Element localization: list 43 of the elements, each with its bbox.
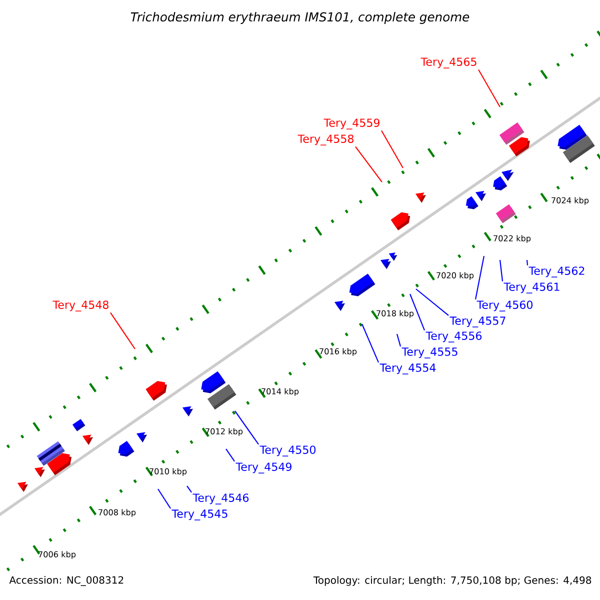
footer-text: Topology: circular; Length: 7,750,108 bp; Genes: 4,498 — [313, 576, 592, 586]
scale-label: 7014 kbp — [262, 388, 299, 396]
gene-label: Tery_4545 — [172, 510, 228, 520]
gene-label: Tery_4550 — [260, 446, 316, 456]
gene-label: Tery_4561 — [504, 282, 560, 294]
gene-label: Tery_4558 — [298, 134, 354, 146]
leader-line — [478, 69, 500, 108]
leader-line — [355, 146, 382, 182]
gene-label: Tery_4556 — [426, 332, 482, 342]
leader-line — [186, 486, 192, 493]
gene-label: Tery_4559 — [324, 118, 380, 130]
footer-text: Accession: NC_008312 — [9, 576, 124, 586]
scale-label: 7020 kbp — [436, 272, 474, 280]
leader-line — [474, 256, 485, 300]
leader-line — [362, 324, 380, 363]
gene-label: Tery_4555 — [402, 348, 458, 358]
scale-label: 7024 kbp — [552, 197, 589, 205]
gene-label: Tery_4562 — [528, 266, 584, 278]
leader-line — [381, 130, 404, 168]
leader-line — [396, 334, 402, 347]
leader-line — [416, 288, 449, 316]
gene-label: Tery_4546 — [192, 494, 249, 504]
gene-label: Tery_4557 — [450, 316, 506, 328]
gene-label: Tery_4549 — [236, 462, 292, 474]
scale-label: 7018 kbp — [376, 310, 414, 318]
gene-label: Tery_4554 — [380, 364, 436, 374]
scale-label: 7010 kbp — [150, 468, 187, 476]
scale-label: 7006 kbp — [38, 551, 76, 559]
leader-line — [410, 294, 426, 331]
title: Trichodesmium erythraeum IMS101, complete genome — [130, 12, 470, 24]
leader-line — [158, 488, 171, 509]
scale-label: 7022 kbp — [494, 235, 531, 243]
leader-line — [526, 260, 528, 266]
leader-line — [499, 260, 504, 282]
gene-label: Tery_4548 — [52, 300, 108, 312]
scale-label: 7012 kbp — [206, 428, 243, 436]
leader-line — [226, 448, 235, 462]
scale-label: 7016 kbp — [320, 348, 357, 356]
gene-label: Tery_4560 — [476, 300, 533, 312]
scale-label: 7008 kbp — [98, 509, 136, 517]
leader-line — [110, 312, 136, 350]
leader-line — [234, 410, 259, 445]
gene-label: Tery_4565 — [420, 58, 476, 68]
